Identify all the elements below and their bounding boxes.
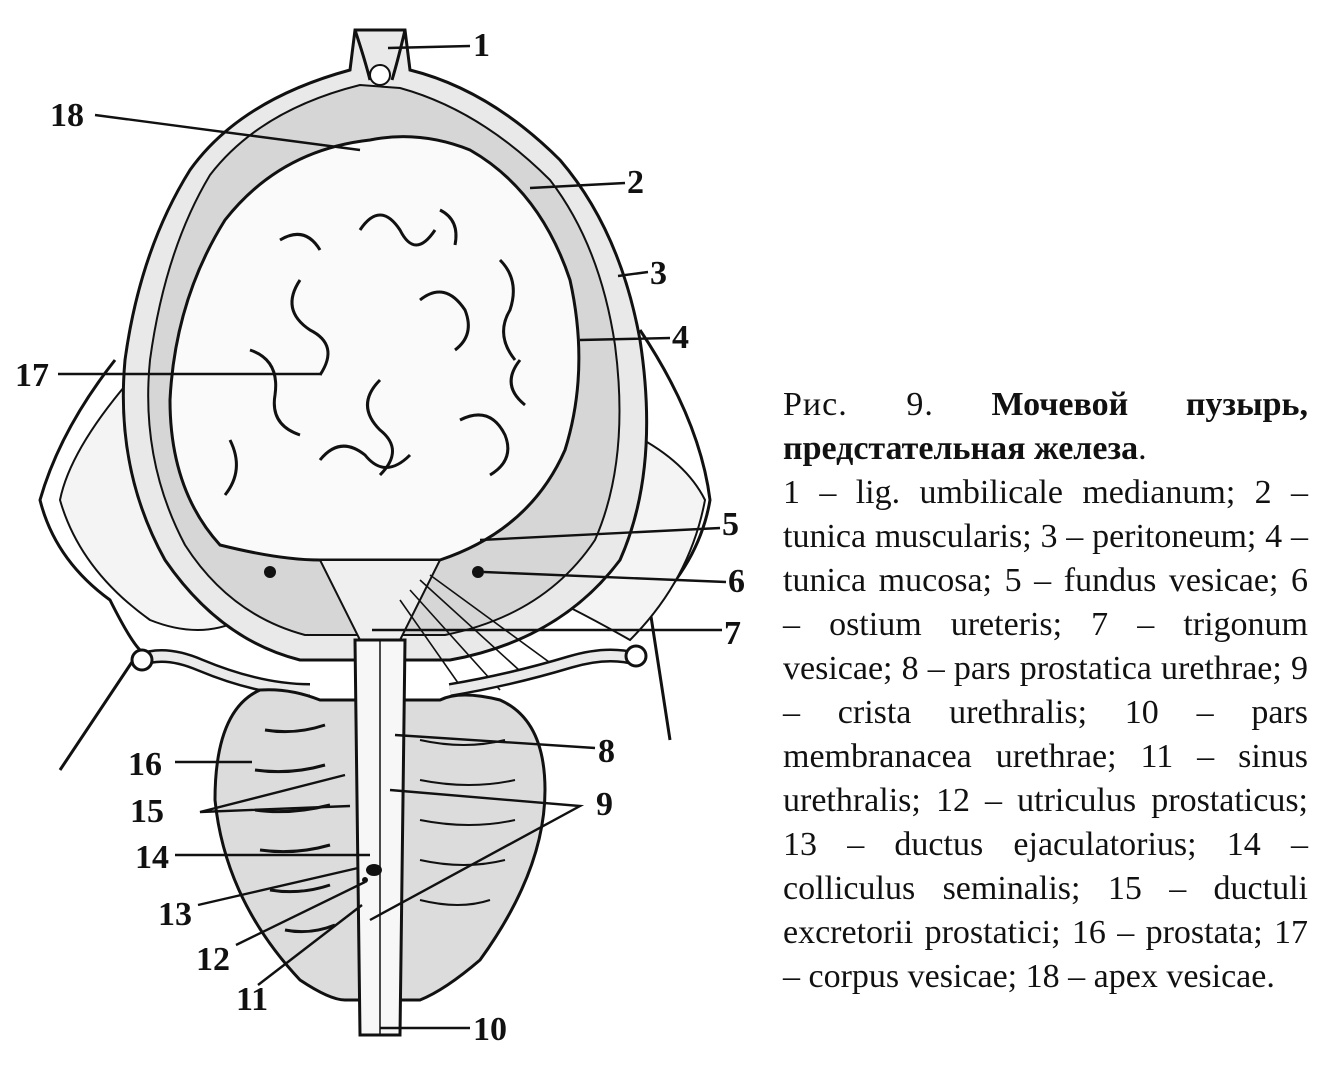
- label-8: 8: [598, 733, 615, 770]
- right-duct-end: [624, 644, 648, 668]
- figure-number: Рис. 9.: [783, 386, 934, 423]
- label-18: 18: [50, 97, 84, 134]
- utricle: [366, 864, 382, 876]
- label-14: 14: [135, 839, 169, 876]
- label-5: 5: [722, 506, 739, 543]
- label-17: 17: [15, 357, 49, 394]
- bladder-prostate-drawing: 1 2 3 4 5 6 7 8 9 10 11 12 13 14 15 16 1…: [15, 27, 745, 1048]
- label-11: 11: [236, 981, 268, 1018]
- caption-title-end: .: [1138, 430, 1147, 467]
- ureter-orifice-right: [472, 566, 484, 578]
- anatomical-figure: 1 2 3 4 5 6 7 8 9 10 11 12 13 14 15 16 1…: [15, 27, 745, 1048]
- urachus-lumen: [369, 64, 391, 86]
- label-13: 13: [158, 896, 192, 933]
- label-10: 10: [473, 1011, 507, 1048]
- label-6: 6: [728, 563, 745, 600]
- caption-legend: 1 – lig. umbilicale medianum; 2 – tunica…: [783, 474, 1308, 995]
- label-7: 7: [724, 615, 741, 652]
- label-1: 1: [473, 27, 490, 64]
- ureter-orifice-left: [264, 566, 276, 578]
- mucosal-folds: [223, 208, 526, 496]
- label-12: 12: [196, 941, 230, 978]
- label-2: 2: [627, 164, 644, 201]
- caption-title: Рис. 9. Мочевой пузырь, предстательная ж…: [783, 383, 1308, 471]
- label-15: 15: [130, 793, 164, 830]
- left-duct-end: [130, 648, 154, 672]
- label-16: 16: [128, 746, 162, 783]
- label-4: 4: [672, 319, 689, 356]
- figure-caption: Рис. 9. Мочевой пузырь, предстательная ж…: [783, 383, 1308, 999]
- label-3: 3: [650, 255, 667, 292]
- figure-labels: 1 2 3 4 5 6 7 8 9 10 11 12 13 14 15 16 1…: [15, 27, 745, 1048]
- leader-lines: [58, 44, 727, 1030]
- caption-title-bold: Мочевой пузырь, предстательная железа: [783, 386, 1309, 467]
- label-9: 9: [596, 786, 613, 823]
